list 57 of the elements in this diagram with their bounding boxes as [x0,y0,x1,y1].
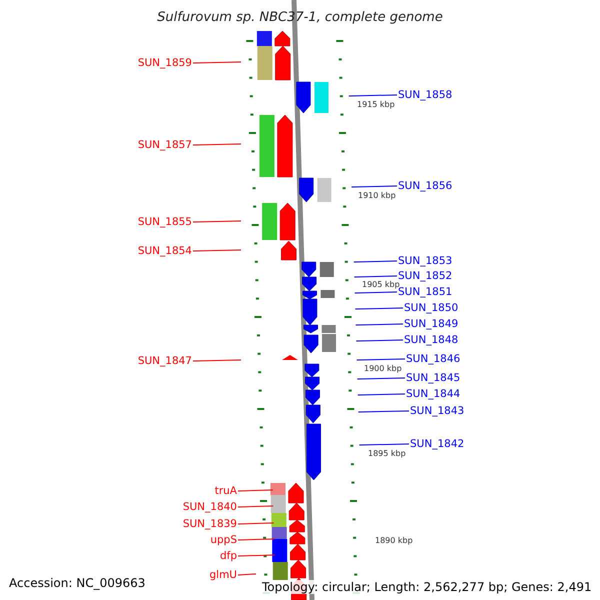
leader-line [192,360,242,362]
leader-line [354,292,398,294]
gene-label: SUN_1855 [138,216,192,228]
scale-label: 1895 kbp [368,449,406,458]
gene-label: SUN_1847 [138,355,192,367]
leader-line [238,522,274,524]
leader-line [358,410,410,412]
scale-label: 1900 kbp [364,364,402,373]
leader-line [356,378,406,380]
gene-label: SUN_1842 [410,438,464,450]
gene-label: SUN_1856 [398,180,452,192]
leader-line [358,444,410,446]
leader-line [354,276,398,278]
gene-label: SUN_1853 [398,255,452,267]
leader-line [238,506,274,508]
gene-label: uppS [210,534,237,546]
gene-label: SUN_1843 [410,405,464,417]
footer-text: Accession: NC_009663 [9,576,146,590]
gene-label: SUN_1858 [398,89,452,101]
scale-label: 1890 kbp [375,536,413,545]
leader-line [192,62,242,64]
gene-label: SUN_1851 [398,286,452,298]
leader-line [348,94,398,96]
gene-label: SUN_1848 [404,334,458,346]
gene-label: SUN_1846 [406,353,460,365]
gene-label: SUN_1854 [138,245,192,257]
gene-label: SUN_1839 [182,518,237,530]
gene-label: SUN_1849 [404,318,458,330]
gene-label: dfp [220,550,237,562]
leader-line [238,490,274,492]
leader-line [357,394,406,396]
gene-label: SUN_1852 [398,270,452,282]
leader-line [351,186,398,188]
leader-line [238,574,256,576]
leader-line [192,144,242,146]
gene-label: SUN_1844 [406,388,460,400]
leader-line [353,260,398,262]
gene-label: SUN_1845 [406,372,460,384]
leader-line [356,340,404,342]
scale-label: 1905 kbp [362,280,400,289]
leader-line [355,324,404,326]
scale-label: 1915 kbp [357,100,395,109]
footer-text: Topology: circular; Length: 2,562,277 bp; Genes: 2,491 [262,580,592,594]
leader-line [192,220,242,222]
gene-label: SUN_1850 [404,302,458,314]
leader-line [238,554,276,556]
gene-label: truA [214,485,237,497]
leader-line [192,250,242,252]
gene-label: SUN_1857 [138,139,192,151]
leader-line [354,308,404,310]
gene-label: SUN_1859 [138,57,192,69]
gene-label: glmU [210,569,237,581]
title: Sulfurovum sp. NBC37-1, complete genome [156,10,444,25]
gene-label: SUN_1840 [182,501,237,513]
scale-label: 1910 kbp [358,191,396,200]
leader-line [356,358,406,360]
leader-line [238,538,275,540]
